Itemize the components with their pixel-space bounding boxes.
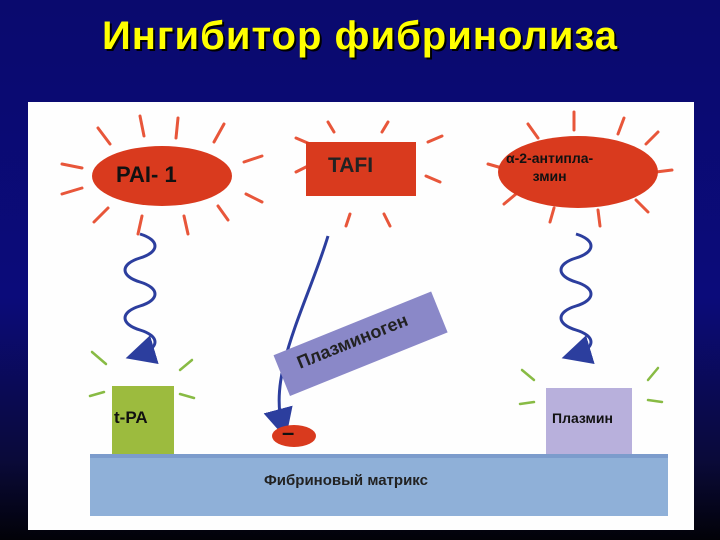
pai1-ellipse (92, 146, 232, 206)
tafi-box (306, 142, 416, 196)
fibrin-matrix-top-edge (90, 454, 668, 458)
plasmin-rays (518, 366, 664, 406)
fibrin-matrix (90, 454, 668, 516)
a2ap-ellipse (498, 136, 658, 208)
tpa-block (88, 350, 196, 454)
plasmin-label: Плазмин (552, 410, 613, 426)
diagram-panel: PAI- 1 TAFI α-2-антипла- змин t-PA Плазм… (28, 102, 694, 530)
tafi-curved-arrow (263, 235, 330, 439)
tafi-label: TAFI (328, 154, 374, 177)
alpha2-antiplasmin-label: α-2-антипла- змин (506, 149, 593, 185)
tpa-box (112, 386, 174, 454)
pai1-burst (60, 114, 264, 236)
a2ap-rays (486, 110, 674, 228)
plasmin-box (546, 388, 632, 454)
tpa-rays (88, 350, 196, 400)
slide-title: Ингибитор фибринолиза (101, 14, 619, 58)
a2ap-wave-arrow (559, 232, 595, 365)
tafi-rays (294, 120, 444, 228)
diagram-canvas (60, 110, 674, 516)
a2ap-burst (486, 110, 674, 228)
inhibition-ellipse (272, 425, 316, 447)
pai1-wave-arrow (123, 232, 159, 365)
alpha2-antiplasmin-line-1: α-2-антипла- (506, 150, 594, 166)
plasmin-block (518, 366, 664, 454)
fibrin-matrix-label: Фибриновый матрикс (264, 472, 428, 489)
inhibition-sign: – (282, 420, 295, 445)
tafi-burst (294, 120, 444, 228)
pai1-rays (60, 114, 264, 236)
tpa-label: t-PA (114, 408, 148, 427)
pai1-label: PAI- 1 (116, 162, 177, 187)
plasminogen-bar (273, 291, 448, 396)
alpha2-antiplasmin-line-2: змин (532, 168, 567, 184)
